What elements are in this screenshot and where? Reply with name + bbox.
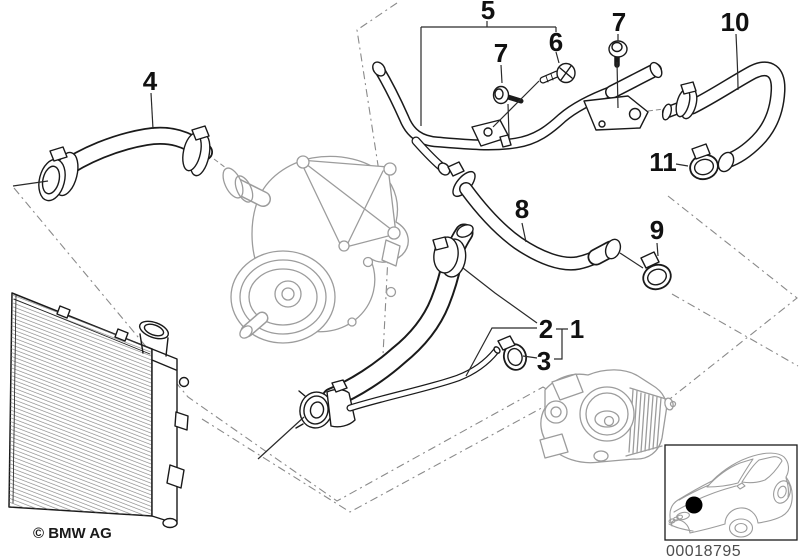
callout-4[interactable]: 4 <box>143 66 158 96</box>
hose-10 <box>661 61 786 173</box>
bolt-7-left <box>492 85 524 105</box>
hose-4 <box>38 125 213 202</box>
callout-10[interactable]: 10 <box>721 7 750 37</box>
part-location-dot <box>685 496 703 514</box>
callout-leader-lines <box>12 21 739 460</box>
callout-7-right[interactable]: 7 <box>612 7 626 37</box>
callout-8[interactable]: 8 <box>515 194 529 224</box>
clamp-3 <box>497 335 528 371</box>
throttle-body <box>539 369 677 464</box>
inset-border <box>664 444 798 541</box>
diagram-number: 00018795 <box>666 543 741 559</box>
callout-2[interactable]: 2 <box>539 314 553 344</box>
callout-11[interactable]: 11 <box>649 147 677 177</box>
bolt-7-right <box>608 40 628 68</box>
clamp-9 <box>619 251 672 291</box>
water-pipe-5 <box>372 61 663 176</box>
callout-5[interactable]: 5 <box>481 0 495 25</box>
screw-6 <box>539 62 576 84</box>
clamp-11 <box>689 143 719 181</box>
lower-hose-assembly-1 <box>295 223 474 429</box>
vent-hose-2 <box>346 346 501 412</box>
copyright-notice: © BMW AG <box>33 525 112 542</box>
car-outline <box>668 452 793 538</box>
callout-7-left[interactable]: 7 <box>494 38 508 68</box>
radiator <box>8 292 190 529</box>
callout-3[interactable]: 3 <box>537 346 551 376</box>
callout-1[interactable]: 1 <box>570 314 584 344</box>
callout-9[interactable]: 9 <box>650 215 664 245</box>
callout-6[interactable]: 6 <box>549 27 563 57</box>
water-pump-thermostat <box>222 155 409 344</box>
hose-8 <box>447 161 622 271</box>
car-location-inset <box>664 444 798 541</box>
